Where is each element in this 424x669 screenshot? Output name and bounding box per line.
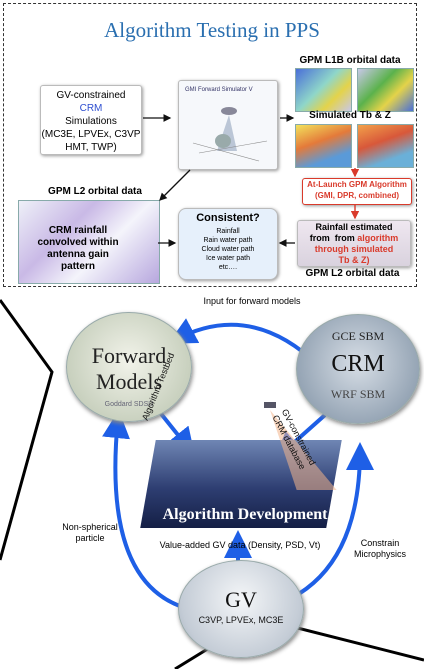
gv-line4: HMT, TWP)	[65, 142, 117, 153]
forward-caption: Goddard SDSU	[104, 401, 154, 408]
rain-est-line3: through simulated	[314, 244, 394, 254]
gv-line2: Simulations	[65, 116, 117, 127]
consistent-item-5: etc….	[218, 264, 238, 271]
arrow-sim-down-left	[159, 169, 191, 201]
simulated-tb-label: Simulated Tb & Z	[309, 110, 391, 121]
non-spherical-label: Non-spherical particle	[50, 522, 130, 544]
rain-est-from1: from	[309, 233, 330, 243]
consistent-item-4: Ice water path	[206, 255, 250, 262]
consistent-item-1: Rainfall	[216, 228, 240, 235]
l1b-image-2	[357, 68, 414, 112]
satellite-graphic	[264, 402, 337, 490]
non-spherical-2: particle	[75, 533, 105, 543]
non-spherical-1: Non-spherical	[62, 522, 118, 532]
crm-circle: GCE SBM CRM WRF SBM	[296, 314, 420, 424]
crm-main: CRM	[331, 351, 385, 377]
gv-line1: GV-constrained	[56, 90, 126, 101]
sim-image-2	[357, 124, 414, 168]
consistent-title: Consistent?	[196, 212, 260, 224]
consistent-item-2: Rain water path	[203, 237, 253, 244]
l2-image	[18, 200, 160, 284]
top-arrows	[143, 114, 360, 247]
constrain-label: Constrain Microphysics	[340, 538, 420, 560]
simulator-graphic	[192, 107, 268, 162]
l2-header-right: GPM L2 orbital data	[305, 268, 400, 279]
forward-word2: Models	[96, 369, 162, 394]
gv-sub: C3VP, LPVEx, MC3E	[198, 615, 284, 625]
input-forward-label: Input for forward models	[203, 296, 301, 306]
algorithm-development-label: Algorithm Development	[162, 506, 328, 523]
l1b-image-1	[295, 68, 352, 112]
constrain-2: Microphysics	[353, 549, 406, 559]
consistent-box: Consistent? Rainfall Rain water path Clo…	[178, 208, 278, 280]
gv-crm: CRM	[79, 103, 103, 114]
consistent-item-3: Cloud water path	[201, 246, 255, 253]
l2-header-left: GPM L2 orbital data	[48, 186, 142, 197]
rain-est-line1: Rainfall estimated	[315, 222, 393, 232]
rain-est-line4: Tb & Z)	[338, 255, 370, 265]
forward-models-circle: Forward Models Goddard SDSU	[66, 312, 192, 422]
at-launch-box: At-Launch GPM Algorithm (GMI, DPR, combi…	[302, 178, 412, 205]
rainfall-estimated-box: Rainfall estimated from from algorithm t…	[297, 220, 411, 267]
crm-rainfall-text: CRM rainfall convolved within antenna ga…	[28, 225, 128, 273]
gv-line3: (MC3E, LPVEx, C3VP	[41, 129, 141, 140]
gv-constrained-box: GV-constrained CRM Simulations (MC3E, LP…	[40, 85, 142, 155]
rain-est-algorithm: algorithm	[357, 233, 399, 243]
crm-rain-3: antenna gain	[47, 249, 109, 260]
crm-rain-2: convolved within	[37, 237, 119, 248]
crm-rain-4: pattern	[61, 261, 95, 272]
at-launch-line1: At-Launch GPM Algorithm	[307, 180, 407, 189]
gv-main: GV	[225, 587, 257, 612]
forward-simulator-image: GMI Forward Simulator V	[178, 80, 278, 170]
top-panel	[3, 3, 417, 287]
sim-image-1	[295, 124, 352, 168]
rain-est-line2: from from algorithm	[298, 233, 410, 244]
crm-top: GCE SBM	[331, 329, 385, 343]
simulator-label: GMI Forward Simulator V	[185, 87, 253, 93]
at-launch-line2: (GMI, DPR, combined)	[315, 191, 399, 200]
crm-rain-1: CRM rainfall	[48, 225, 108, 236]
rain-est-from2: from	[334, 233, 355, 243]
forward-word1: Forward	[91, 343, 167, 368]
zigzag-left	[0, 299, 54, 561]
constrain-1: Constrain	[360, 538, 400, 548]
crm-bottom: WRF SBM	[330, 387, 386, 401]
value-added-label: Value-added GV data (Density, PSD, Vt)	[159, 540, 321, 550]
panel-title: Algorithm Testing in PPS	[104, 18, 320, 42]
l1b-header: GPM L1B orbital data	[299, 55, 401, 66]
gv-circle: GV C3VP, LPVEx, MC3E	[178, 560, 304, 658]
